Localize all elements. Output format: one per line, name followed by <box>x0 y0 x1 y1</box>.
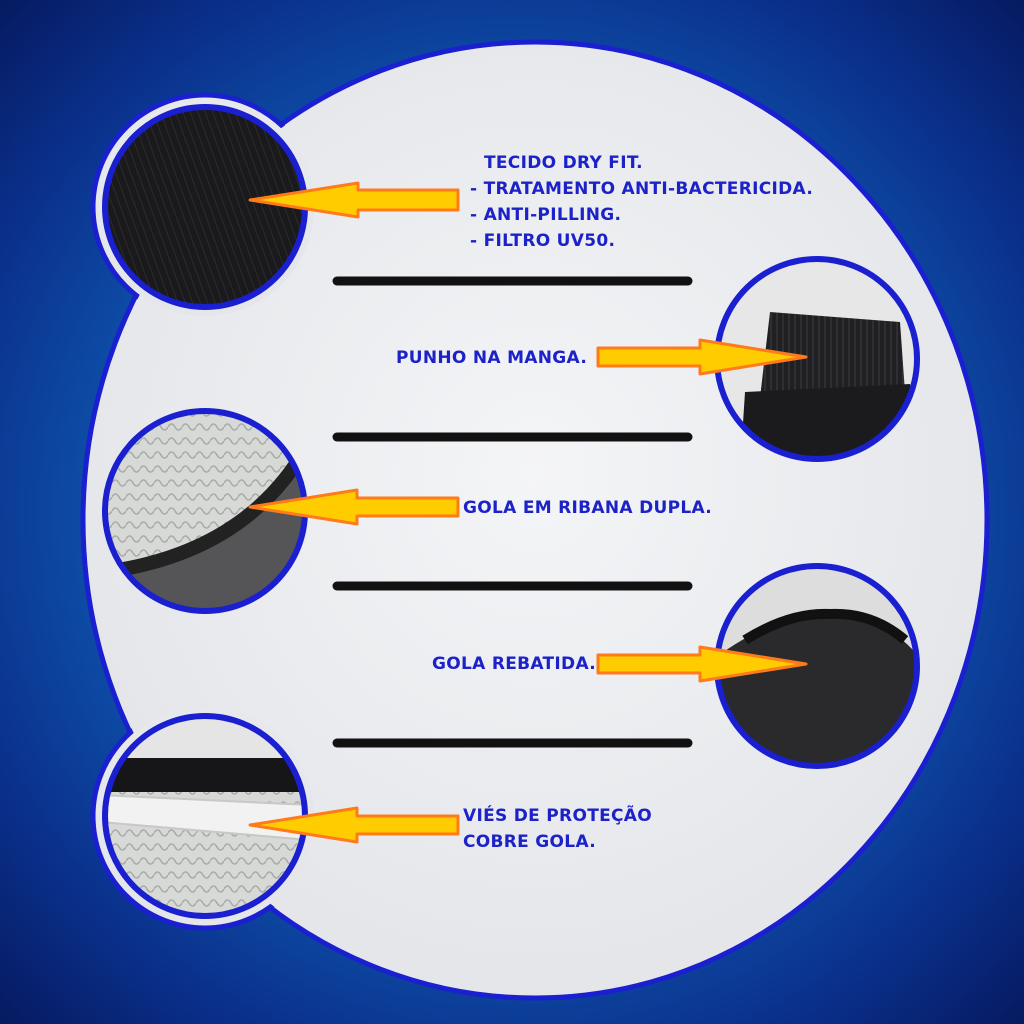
caption-line: Gola em ribana dupla. <box>463 498 713 518</box>
arrow-left-icon <box>248 181 460 219</box>
caption-line: cobre gola. <box>463 832 596 852</box>
caption-line: - Tratamento anti-bactericida. <box>470 179 814 199</box>
dividers <box>332 276 693 748</box>
collar-bias-tape-closeup-icon <box>102 713 308 919</box>
caption-line-title: Tecido Dry Fit. <box>484 153 643 173</box>
caption-line: Viés de proteção <box>463 806 652 826</box>
arrow-left-icon <box>248 488 460 526</box>
arrow-right-icon <box>596 645 808 683</box>
arrow-right-icon <box>596 338 808 376</box>
arrow-left-icon <box>248 806 460 844</box>
caption-line: - Filtro UV50. <box>470 231 616 251</box>
feature-caption-fabric: Tecido Dry Fit. - Tratamento anti-bacter… <box>470 150 813 254</box>
caption-line: Gola rebatida. <box>432 654 596 674</box>
feature-caption-rib-collar: Gola em ribana dupla. <box>463 495 712 521</box>
caption-line: - Anti-pilling. <box>470 205 622 225</box>
arrows <box>248 181 808 844</box>
feature-caption-folded-collar: Gola rebatida. <box>432 651 596 677</box>
feature-caption-cuff: Punho na manga. <box>396 345 587 371</box>
feature-caption-bias-tape: Viés de proteção cobre gola. <box>463 803 652 855</box>
caption-line: Punho na manga. <box>396 348 588 368</box>
